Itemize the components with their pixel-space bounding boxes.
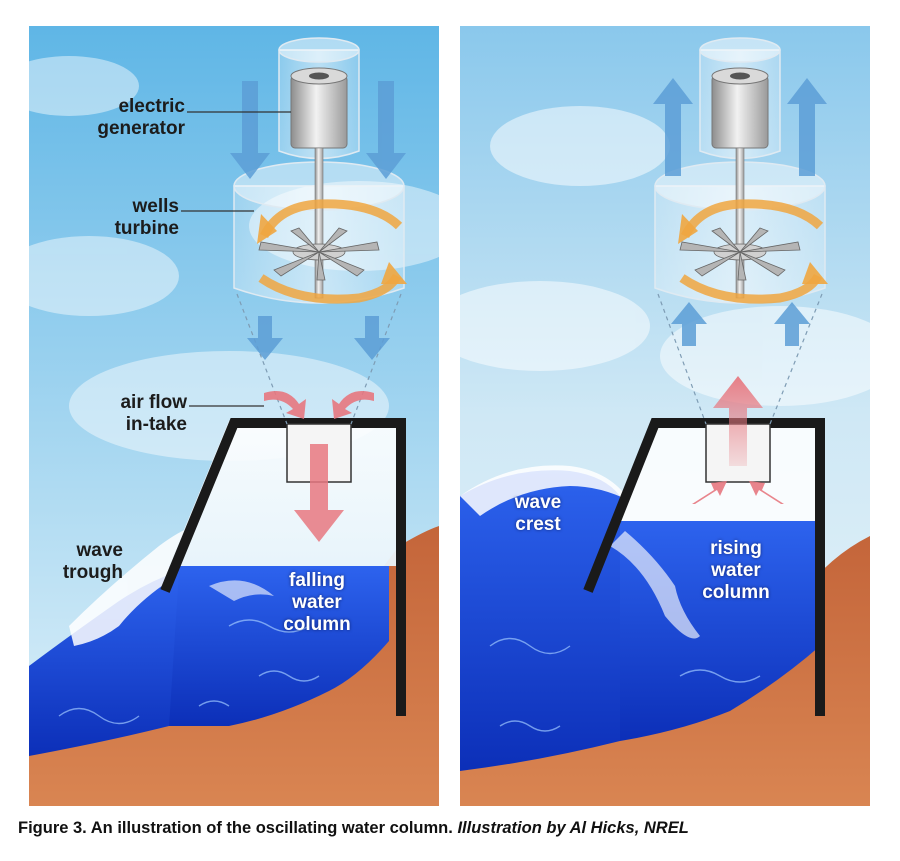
label-wave-crest: wave crest	[498, 492, 578, 536]
sea	[29, 571, 179, 756]
exhaust-arrows	[692, 481, 784, 504]
label-line: wave	[76, 540, 123, 561]
left-panel-falling-column: electric generator wells turbine air flo…	[29, 26, 439, 806]
figure-caption: Figure 3. An illustration of the oscilla…	[18, 819, 888, 838]
rotation-arrow-icon	[259, 199, 403, 239]
rotation-arrow-icon	[680, 199, 824, 239]
label-line: turbine	[114, 218, 179, 239]
label-wave-trough: wave trough	[33, 540, 123, 584]
label-line: trough	[62, 562, 123, 583]
wave-foam	[69, 526, 274, 646]
right-panel-rising-column: wave crest rising water column	[460, 26, 870, 806]
sea	[460, 470, 620, 771]
water-column	[620, 521, 820, 741]
label-line: column	[283, 614, 351, 635]
label-line: falling	[289, 570, 345, 591]
label-line: in-take	[125, 414, 187, 435]
label-line: column	[702, 582, 770, 603]
label-electric-generator: electric generator	[69, 96, 185, 140]
label-line: wave	[514, 492, 562, 513]
label-line: water	[711, 560, 761, 581]
label-line: rising	[710, 538, 762, 559]
label-line: generator	[97, 118, 185, 139]
caption-credit: Illustration by Al Hicks, NREL	[457, 819, 689, 837]
guide-lines	[657, 293, 823, 425]
label-line: crest	[515, 514, 561, 535]
label-rising-water-column: rising water column	[686, 538, 786, 604]
caption-main: Figure 3. An illustration of the oscilla…	[18, 819, 453, 837]
clouds	[460, 106, 870, 406]
leader-lines	[181, 111, 291, 407]
intake-arrows	[264, 391, 374, 419]
label-air-flow-intake: air flow in-take	[69, 392, 187, 436]
label-line: air flow	[120, 392, 187, 413]
label-line: electric	[118, 96, 185, 117]
right-illustration	[460, 26, 870, 806]
label-wells-turbine: wells turbine	[69, 196, 179, 240]
airflow-arrows-down	[230, 81, 406, 360]
chamber-wall	[160, 418, 406, 716]
water-column	[169, 566, 389, 726]
electric-generator	[711, 67, 769, 149]
rising-arrow-icon	[713, 376, 763, 466]
left-illustration	[29, 26, 439, 806]
wave-foam	[460, 465, 700, 639]
ground	[460, 536, 870, 806]
falling-arrow-icon	[294, 444, 344, 542]
water-ripples	[489, 637, 761, 732]
water-ripples	[58, 619, 320, 725]
electric-generator	[290, 67, 348, 149]
wells-turbine-blades	[258, 227, 380, 281]
airflow-arrows-up	[653, 78, 827, 346]
label-line: water	[292, 592, 342, 613]
ground	[29, 526, 439, 806]
wells-turbine-blades	[679, 227, 801, 281]
label-falling-water-column: falling water column	[267, 570, 367, 636]
label-line: wells	[132, 196, 179, 217]
